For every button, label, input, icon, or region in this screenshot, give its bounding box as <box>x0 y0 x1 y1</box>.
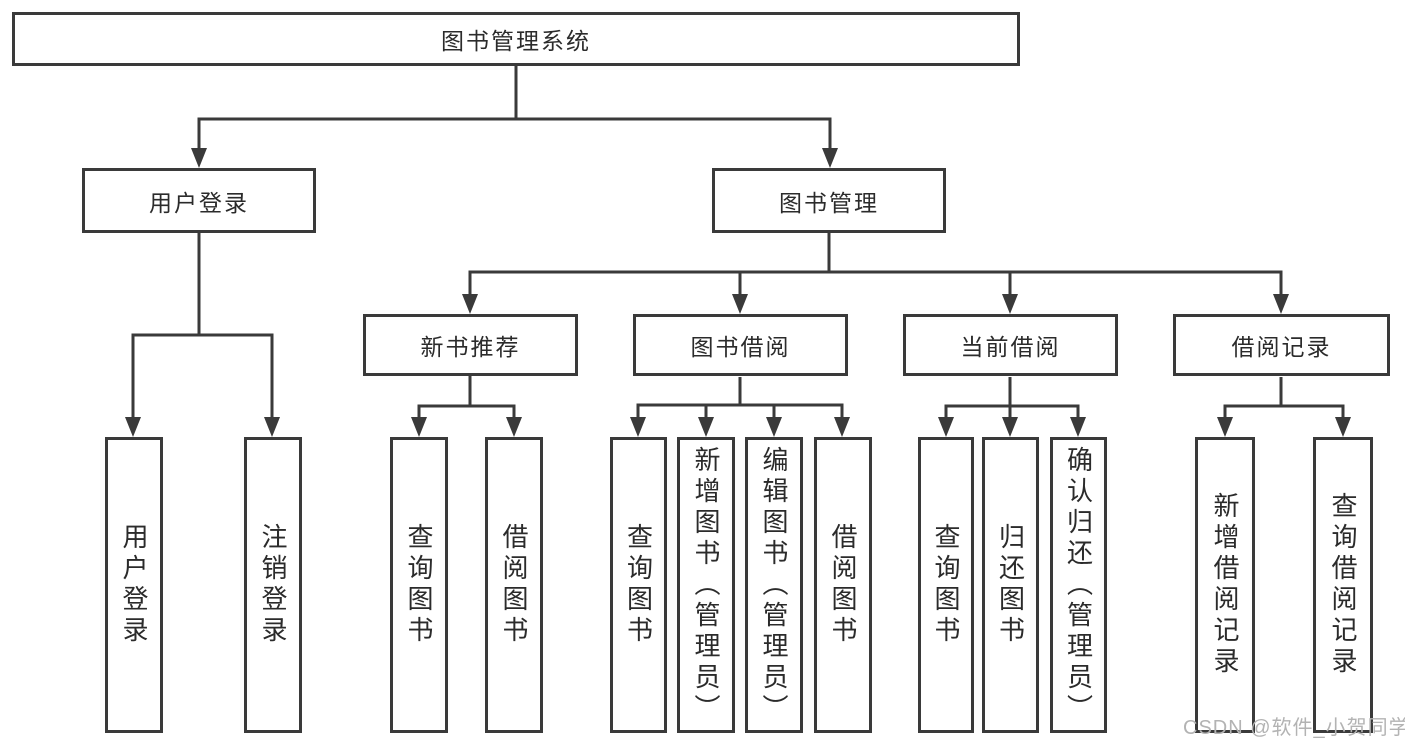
leaf-label: 查询图书 <box>623 523 654 647</box>
connector-borrow-record-children <box>1223 377 1345 419</box>
connector-root-to-level2 <box>197 66 832 150</box>
leaf-user-login: 用户登录 <box>105 437 163 733</box>
leaf-current-return: 归还图书 <box>982 437 1039 733</box>
connector-new-book-children <box>417 376 516 419</box>
leaf-logout: 注销登录 <box>244 437 302 733</box>
connector-user-login-children <box>131 233 274 419</box>
arrowhead-icon <box>630 417 646 437</box>
node-user-login: 用户登录 <box>82 168 316 233</box>
leaf-record-query: 查询借阅记录 <box>1313 437 1373 733</box>
leaf-label: 编辑图书（管理员） <box>759 445 789 725</box>
connector-book-mgmt-children <box>468 233 1283 296</box>
leaf-borrow-edit-admin: 编辑图书（管理员） <box>745 437 803 733</box>
leaf-label: 归还图书 <box>995 523 1026 647</box>
arrowhead-icon <box>191 148 207 168</box>
arrowhead-icon <box>462 294 478 314</box>
leaf-label: 用户登录 <box>119 523 149 647</box>
leaf-borrow-add-admin: 新增图书（管理员） <box>677 437 735 733</box>
arrowhead-icon <box>411 417 427 437</box>
node-book-management: 图书管理 <box>712 168 946 233</box>
arrowhead-icon <box>822 148 838 168</box>
arrowhead-icon <box>264 417 280 437</box>
connector-book-borrow-children <box>636 377 844 419</box>
leaf-label: 新增图书（管理员） <box>691 445 721 725</box>
arrowhead-icon <box>1273 294 1289 314</box>
leaf-borrow-borrow: 借阅图书 <box>814 437 872 733</box>
node-current-borrow: 当前借阅 <box>903 314 1118 376</box>
leaf-borrow-query: 查询图书 <box>610 437 667 733</box>
arrowhead-icon <box>698 417 714 437</box>
leaf-current-query: 查询图书 <box>918 437 974 733</box>
arrowhead-icon <box>1002 417 1018 437</box>
arrowhead-icon <box>506 417 522 437</box>
arrowhead-icon <box>1217 417 1233 437</box>
arrowhead-icon <box>938 417 954 437</box>
csdn-watermark: CSDN @软件_小贺同学 <box>1183 717 1405 739</box>
arrowhead-icon <box>125 417 141 437</box>
leaf-label: 借阅图书 <box>499 523 529 647</box>
node-book-borrow: 图书借阅 <box>633 314 848 376</box>
leaf-current-confirm-admin: 确认归还（管理员） <box>1050 437 1107 733</box>
leaf-label: 新增借阅记录 <box>1210 492 1240 678</box>
leaf-newbook-borrow: 借阅图书 <box>485 437 543 733</box>
leaf-newbook-query: 查询图书 <box>390 437 448 733</box>
leaf-label: 注销登录 <box>258 523 288 647</box>
node-borrow-record: 借阅记录 <box>1173 314 1390 376</box>
node-root: 图书管理系统 <box>12 12 1020 66</box>
leaf-label: 确认归还（管理员） <box>1063 445 1094 725</box>
arrowhead-icon <box>1002 294 1018 314</box>
leaf-label: 查询借阅记录 <box>1328 492 1358 678</box>
arrowheads <box>125 148 1351 437</box>
arrowhead-icon <box>1335 417 1351 437</box>
arrowhead-icon <box>766 417 782 437</box>
leaf-label: 借阅图书 <box>828 523 858 647</box>
node-new-book-recommend: 新书推荐 <box>363 314 578 376</box>
arrowhead-icon <box>834 417 850 437</box>
leaf-label: 查询图书 <box>931 523 961 647</box>
connector-current-borrow-children <box>944 377 1080 419</box>
leaf-label: 查询图书 <box>404 523 434 647</box>
arrowhead-icon <box>732 294 748 314</box>
leaf-record-add: 新增借阅记录 <box>1195 437 1255 733</box>
arrowhead-icon <box>1070 417 1086 437</box>
